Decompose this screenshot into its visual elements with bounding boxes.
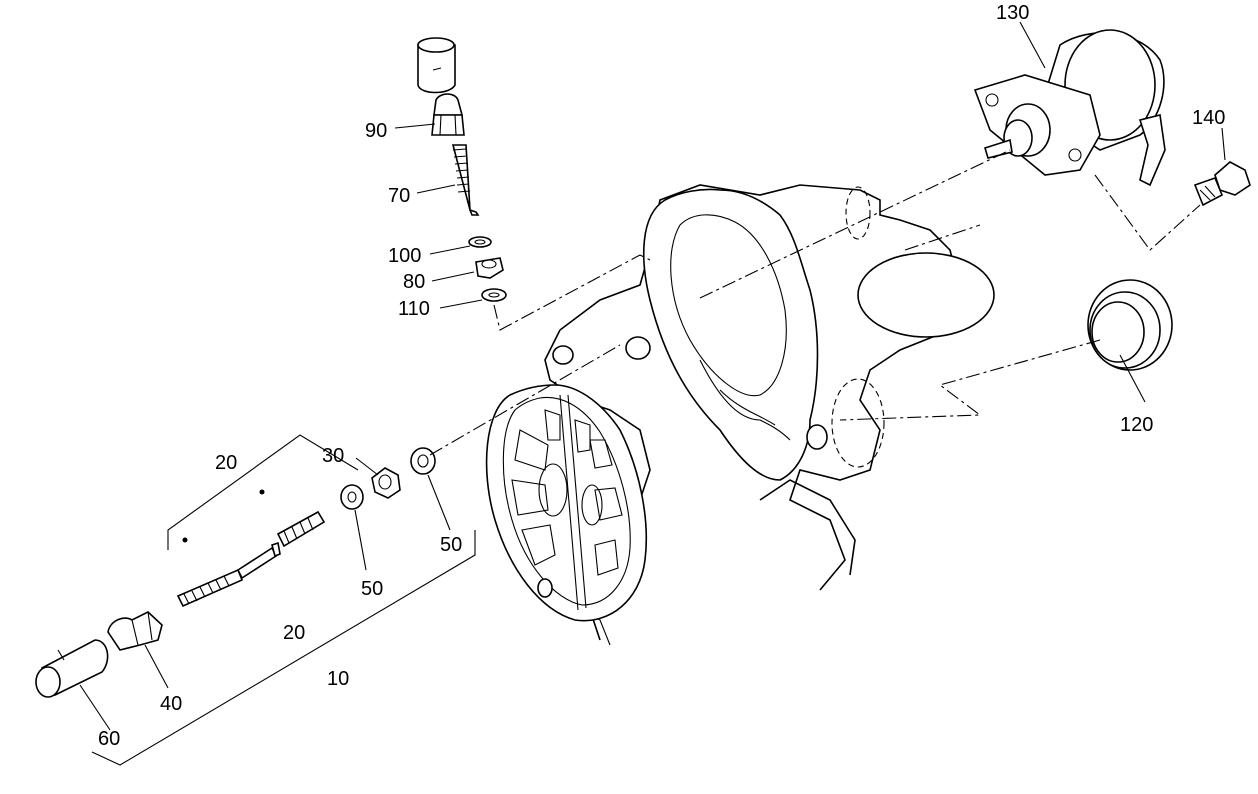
label-10: 10 (327, 668, 349, 690)
label-20-upper: 20 (215, 452, 237, 474)
label-90: 90 (365, 120, 387, 142)
leader-lines (79, 21, 1226, 731)
cover-plate (485, 384, 648, 622)
part-100-washer (468, 236, 492, 248)
part-cap-upper (417, 37, 456, 94)
part-140-screw (1193, 161, 1251, 207)
part-20-rod (176, 541, 281, 608)
part-labels: 130 140 120 90 70 100 80 110 20 30 50 50… (98, 2, 1225, 750)
label-30: 30 (322, 445, 344, 467)
bracket-assembly-10 (91, 530, 476, 766)
part-120-ring (1087, 279, 1173, 371)
label-70: 70 (388, 185, 410, 207)
part-20-spring (276, 510, 326, 548)
part-50-washer-right (410, 447, 436, 475)
part-40-nut (107, 611, 163, 651)
part-70-stud (451, 144, 480, 216)
label-20-lower: 20 (283, 622, 305, 644)
label-40: 40 (160, 693, 182, 715)
part-60-cap (35, 639, 109, 698)
part-80-nut (475, 257, 504, 279)
label-50-right: 50 (440, 534, 462, 556)
bracket-assembly-20 (167, 434, 359, 550)
label-130: 130 (996, 2, 1029, 24)
label-50-left: 50 (361, 578, 383, 600)
label-100: 100 (388, 245, 421, 267)
part-30-nut (371, 467, 401, 499)
part-50-washer-left (340, 484, 364, 510)
label-110: 110 (398, 298, 430, 320)
label-140: 140 (1192, 107, 1225, 129)
center-lines (429, 149, 1201, 456)
label-60: 60 (98, 728, 120, 750)
label-80: 80 (403, 271, 425, 293)
part-130-solenoid (973, 29, 1166, 187)
label-120: 120 (1120, 414, 1153, 436)
part-110-washer (481, 288, 507, 302)
part-90-nut (431, 93, 465, 136)
